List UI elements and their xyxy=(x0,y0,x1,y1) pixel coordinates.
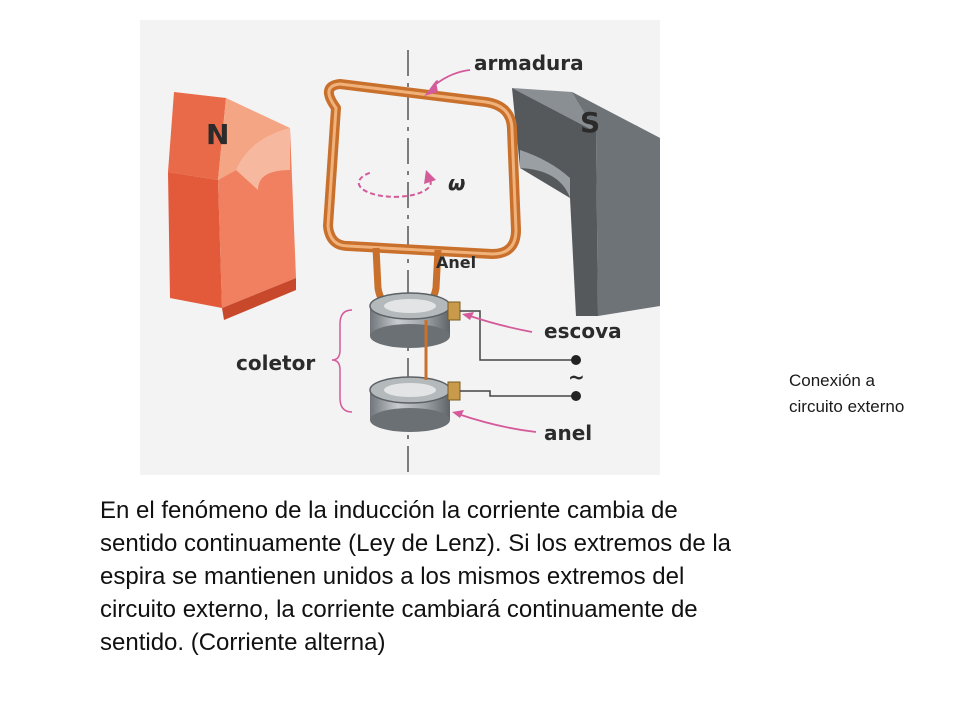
explanation-paragraph: En el fenómeno de la inducción la corrie… xyxy=(100,494,900,659)
escova-arrowhead xyxy=(462,312,474,320)
terminal-dot-lower xyxy=(571,391,581,401)
label-armadura: armadura xyxy=(474,51,584,75)
generator-diagram: armadura N S ω Anel escova coletor ~ ane… xyxy=(140,20,660,475)
paragraph-line-2: sentido continuamente (Ley de Lenz). Si … xyxy=(100,530,732,557)
rotation-arrow xyxy=(357,170,436,198)
external-circuit-note-line-1: Conexión a xyxy=(789,371,876,390)
external-wires xyxy=(460,310,575,397)
label-coletor: coletor xyxy=(236,351,315,375)
south-magnet xyxy=(512,88,660,316)
armadura-arrowhead xyxy=(424,82,438,96)
external-circuit-note-line-2: circuito externo xyxy=(789,397,905,416)
paragraph-line-1: En el fenómeno de la inducción la corrie… xyxy=(100,497,678,524)
anel-arrowhead xyxy=(452,410,464,418)
paragraph-line-4: circuito externo, la corriente cambiará … xyxy=(100,596,698,623)
label-north: N xyxy=(206,118,229,151)
paragraph-line-3: espira se mantienen unidos a los mismos … xyxy=(100,563,685,590)
label-south: S xyxy=(580,106,600,139)
label-escova: escova xyxy=(544,319,622,343)
label-anel-upper: Anel xyxy=(436,253,476,272)
lower-ring xyxy=(369,376,451,432)
north-magnet xyxy=(168,92,296,320)
collector-brace xyxy=(331,309,353,413)
upper-brush xyxy=(447,301,461,321)
paragraph-line-5: sentido. (Corriente alterna) xyxy=(100,629,386,656)
external-circuit-note: Conexión a circuito externo xyxy=(789,368,959,420)
lower-brush xyxy=(447,381,461,401)
label-tilde: ~ xyxy=(568,365,585,389)
label-anel-lower: anel xyxy=(544,421,592,445)
label-omega: ω xyxy=(448,171,465,195)
terminal-dot-upper xyxy=(571,355,581,365)
upper-ring xyxy=(369,292,451,348)
